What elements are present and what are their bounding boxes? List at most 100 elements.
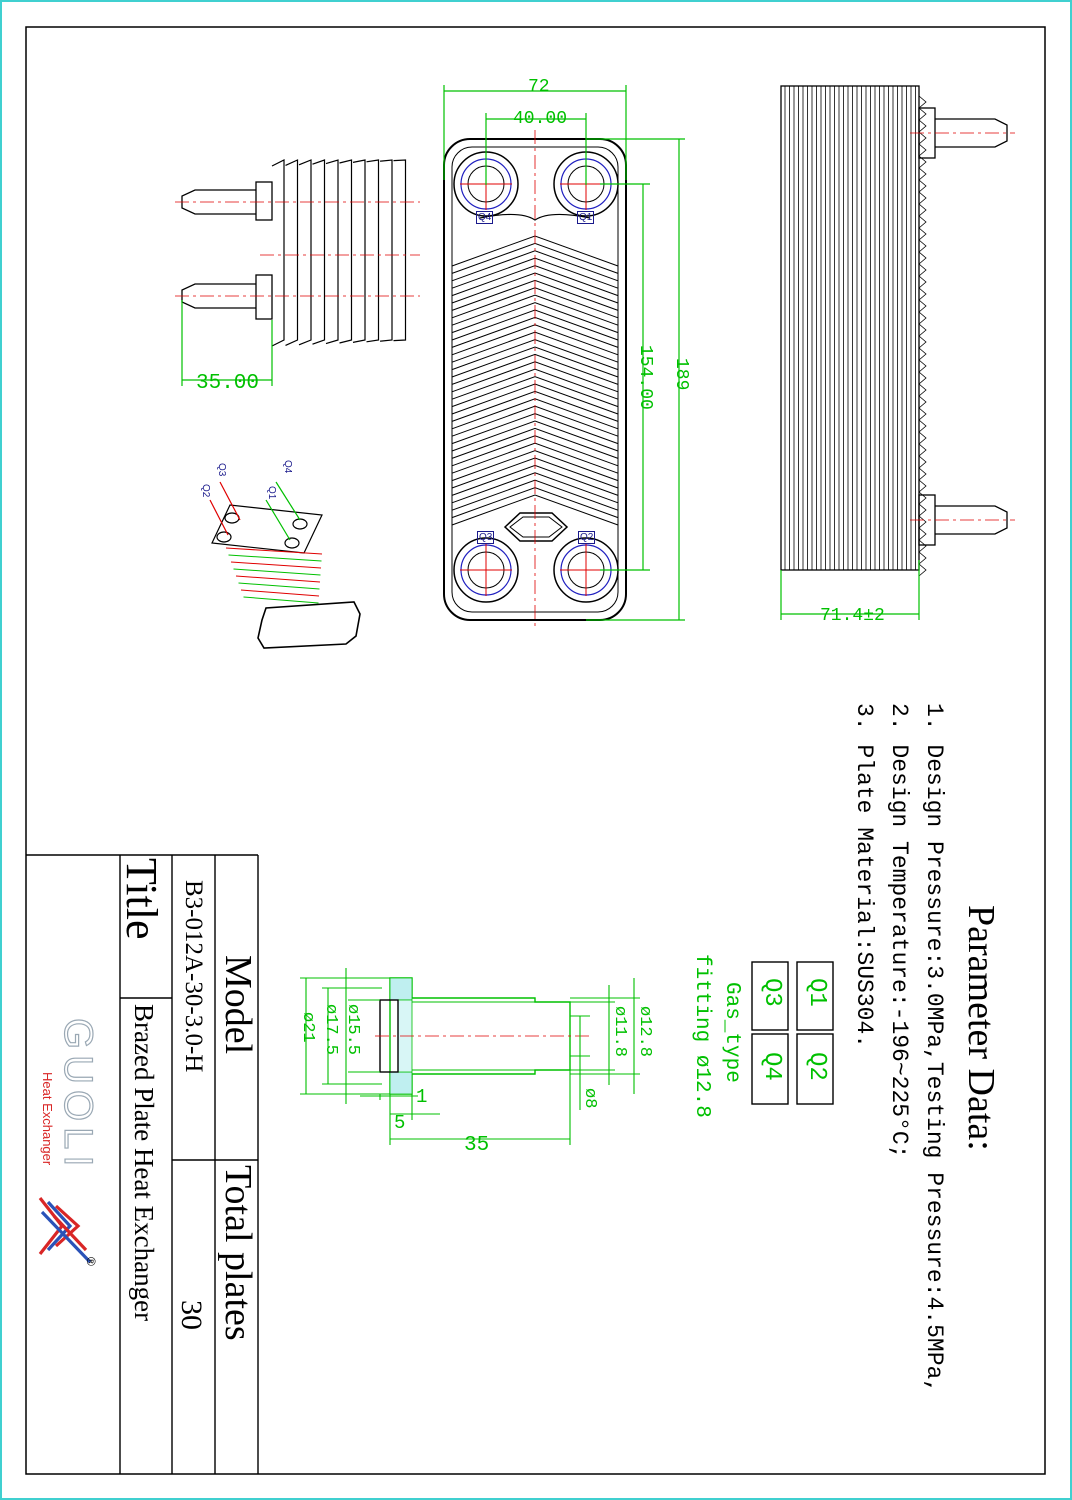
side-plate-fin	[352, 159, 366, 343]
stack-edge-serration	[918, 503, 927, 517]
stack-edge-serration	[918, 227, 927, 241]
dim-d15-5: ø15.5	[343, 1004, 362, 1056]
iso-label-q3: Q3	[216, 463, 227, 477]
front-dimensions	[443, 85, 685, 621]
logo-tagline: Heat Exchanger	[40, 1072, 55, 1166]
stack-edge-serration	[918, 95, 927, 109]
fitting-detail	[300, 968, 640, 1145]
plate-front-view	[443, 130, 627, 630]
side-view-left	[175, 159, 420, 347]
stack-edge-serration	[918, 491, 927, 505]
logo-brand: GUOLI	[55, 1017, 100, 1173]
side-plate-fin	[285, 159, 299, 346]
port-tag-q3: Q3	[477, 531, 495, 544]
side-plate-fin	[379, 159, 393, 342]
stack-edge-serration	[918, 443, 927, 457]
parameter-item-2: 2. Design Temperature:-196~225°C;	[886, 703, 912, 1159]
port-cell-q4: Q4	[758, 1052, 785, 1081]
stack-edge-serration	[918, 215, 927, 229]
stack-edge-serration	[918, 551, 927, 565]
stack-edge-serration	[918, 371, 927, 385]
side-plate-fin	[325, 159, 339, 345]
stack-edge-serration	[918, 323, 927, 337]
dim-height-189: 189	[671, 358, 691, 391]
gas-type-label: Gas_type	[720, 982, 743, 1083]
iso-label-q2: Q2	[200, 484, 211, 498]
parameter-item-1: 1. Design Pressure:3.0MPa,Testing Pressu…	[921, 703, 947, 1394]
port-cell-q1: Q1	[803, 978, 830, 1007]
side-plate-fin	[312, 159, 326, 345]
total-plates-label: Total plates	[217, 1165, 259, 1341]
side-plate-fin	[366, 159, 380, 343]
dim-len-1: 1	[416, 1086, 428, 1108]
parameters-heading: Parameter Data:	[960, 905, 1002, 1151]
side-plate-fin	[339, 159, 353, 344]
iso-label-q1: Q1	[266, 486, 277, 500]
stack-edge-serration	[918, 407, 927, 421]
iso-flow-line	[228, 554, 322, 562]
stack-edge-serration	[918, 143, 927, 157]
dim-d17-5: ø17.5	[321, 1004, 340, 1056]
dim-d11-8: ø11.8	[610, 1006, 629, 1058]
stack-edge-serration	[918, 251, 927, 265]
iso-flow-line	[243, 596, 319, 604]
port-tag-q4: Q4	[476, 211, 494, 224]
iso-flow-line	[233, 568, 321, 576]
logo-registered: ®	[84, 1257, 98, 1266]
stack-edge-serration	[918, 395, 927, 409]
fitting-label: fitting ø12.8	[690, 954, 713, 1118]
stack-edge-serration	[918, 299, 927, 313]
port-table-grid	[751, 961, 834, 1105]
stack-edge-serration	[918, 539, 927, 553]
isometric-sketch	[209, 481, 361, 649]
stack-edge-serration	[918, 527, 927, 541]
stack-edge-serration	[918, 203, 927, 217]
iso-flow-line	[225, 547, 323, 555]
stack-edge-serration	[918, 347, 927, 361]
stack-edge-serration	[918, 455, 927, 469]
logo-mark	[38, 1197, 92, 1264]
dim-d21: ø21	[298, 1012, 317, 1043]
stack-edge-serration	[918, 383, 927, 397]
stack-edge-serration	[918, 107, 927, 121]
stack-edge-serration	[918, 275, 927, 289]
stack-edge-serration	[918, 515, 927, 529]
stack-edge-serration	[918, 131, 927, 145]
stack-edge-serration	[918, 287, 927, 301]
plate-corrugation	[451, 427, 619, 459]
plate-corrugation	[451, 494, 619, 526]
port-cell-q3: Q3	[758, 978, 785, 1007]
dim-len-5: 5	[394, 1112, 406, 1134]
stack-edge-serration	[918, 263, 927, 277]
port-outer-ring	[453, 537, 519, 603]
parameter-item-3: 3. Plate Material:SUS304.	[851, 703, 877, 1049]
stack-edge-serration	[918, 467, 927, 481]
dim-width-72: 72	[528, 77, 550, 97]
stack-edge-serration	[918, 191, 927, 205]
plate-corrugation	[451, 294, 619, 326]
side-view-right	[780, 85, 1015, 577]
side-plate-fin	[393, 159, 407, 342]
dim-thickness: 71.4±2	[820, 606, 885, 626]
iso-flow-line	[240, 589, 320, 597]
plate-corrugation	[451, 420, 619, 452]
stack-edge-serration	[918, 419, 927, 433]
dim-d8: ø8	[580, 1088, 599, 1109]
iso-flow-line	[235, 575, 321, 583]
stack-edge-serration	[918, 359, 927, 373]
iso-label-q4: Q4	[282, 460, 293, 474]
port-cell-q2: Q2	[803, 1052, 830, 1081]
plate-corrugation	[451, 472, 619, 504]
iso-flow-line	[238, 582, 320, 590]
stack-edge-serration	[918, 563, 927, 577]
stack-edge-serration	[918, 335, 927, 349]
side-plate-fin	[298, 159, 312, 346]
port-tag-q1: Q1	[577, 211, 595, 224]
dim-d12-8: ø12.8	[635, 1006, 654, 1058]
model-label: Model	[217, 955, 259, 1055]
stack-edge-serration	[918, 479, 927, 493]
iso-flow-line	[230, 561, 322, 569]
